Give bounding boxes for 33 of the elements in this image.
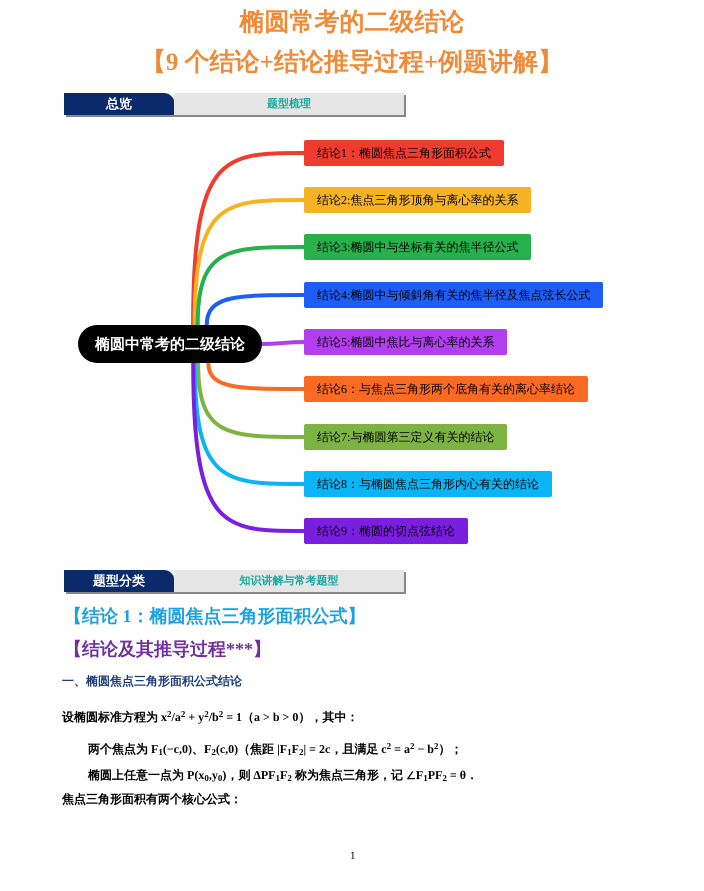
branch-line [262,340,304,346]
branch-line [196,245,304,326]
topic-box: 结论6：与焦点三角形两个底角有关的离心率结论 [304,376,588,402]
tab-label: 总览 [64,93,174,115]
title: 椭圆常考的二级结论 [238,8,466,38]
subtitle: 【9 个结论+结论推导过程+例题讲解】 [140,48,564,78]
topic-box: 结论7:与椭圆第三定义有关的结论 [304,424,508,450]
paragraph: 设椭圆标准方程为 x$^{2}$/a$^{2}$ + y$^{2}$/b$^{2}$ = 1（a > b > 0），其中： [62,708,358,726]
tab-label: 题型分类 [64,570,174,592]
paragraph: 两个焦点为 F$_{1}$(−c,0)、F$_{2}$(c,0)（焦距 |F$_{1}$F$_{2}$| = 2c，且满足 c$^{2}$ = a$^{2}$ − b$^{2}$）； [88,740,462,758]
section-heading: 【结论及其推导过程***】 [64,638,271,661]
section-heading: 【结论 1：椭圆焦点三角形面积公式】 [64,605,366,628]
topic-box: 结论2:焦点三角形顶角与离心率的关系 [304,187,532,213]
branch-line [206,362,304,391]
topic-box: 结论9：椭圆的切点弦结论 [304,518,468,544]
branch-line [191,362,304,533]
topic-box: 结论3:椭圆中与坐标有关的焦半径公式 [304,234,532,260]
topic-box: 结论4:椭圆中与倾斜角有关的焦半径及焦点弦长公式 [304,282,604,308]
tab-label: 题型梳理 [174,93,404,115]
branch-line [192,198,304,326]
page-number: 1 [350,849,356,864]
paragraph: 焦点三角形面积有两个核心公式： [62,791,242,808]
central-topic: 椭圆中常考的二级结论 [78,325,262,363]
tab-label: 知识讲解与常考题型 [174,570,404,592]
topic-box: 结论1：椭圆焦点三角形面积公式 [304,140,504,166]
branch-line [192,362,304,486]
branch-line [191,151,304,326]
branch-line [196,362,304,439]
paragraph: 椭圆上任意一点为 P(x$_{0}$,y$_{0}$)，则 ΔPF$_{1}$F$_{2}$ 称为焦点三角形，记 ∠F$_{1}$PF$_{2}$ = θ． [88,767,478,784]
topic-box: 结论5:椭圆中焦比与离心率的关系 [304,329,508,355]
subheading: 一、椭圆焦点三角形面积公式结论 [62,673,242,690]
branch-line [204,293,304,326]
topic-box: 结论8：与椭圆焦点三角形内心有关的结论 [304,471,552,497]
